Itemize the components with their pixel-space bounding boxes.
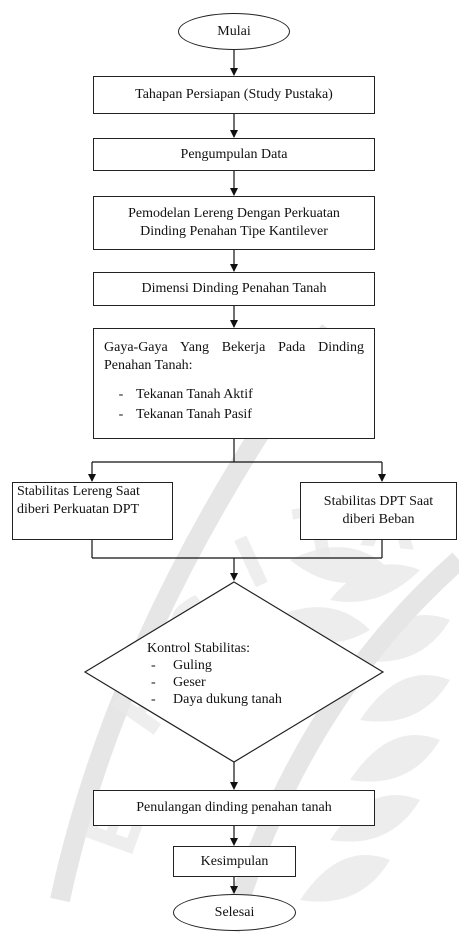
step-conclusion: Kesimpulan: [173, 846, 296, 877]
stability-control-text: Kontrol Stabilitas: - Guling - Geser - D…: [147, 640, 337, 708]
wall-stability-line-2: diberi Beban: [342, 512, 415, 527]
step-data-collection-label: Pengumpulan Data: [180, 146, 288, 162]
step-wall-dimension-label: Dimensi Dinding Penahan Tanah: [141, 281, 327, 296]
slope-stability-line-2: diberi Perkuatan DPT: [17, 502, 140, 517]
step-modeling-line-1: Pemodelan Lereng Dengan Perkuatan: [128, 206, 340, 221]
step-wall-dimension: Dimensi Dinding Penahan Tanah: [93, 272, 375, 306]
forces-box: Gaya-Gaya Yang Bekerja Pada Dinding Pena…: [93, 328, 375, 439]
stability-control-item: - Guling: [151, 658, 212, 673]
step-reinforcement: Penulangan dinding penahan tanah: [93, 790, 375, 826]
step-data-collection: Pengumpulan Data: [93, 138, 375, 171]
forces-title: Gaya-Gaya Yang Bekerja Pada Dinding Pena…: [104, 340, 364, 373]
step-preparation-label: Tahapan Persiapan (Study Pustaka): [135, 87, 333, 102]
stability-control-title: Kontrol Stabilitas:: [147, 641, 251, 656]
start-terminal: Mulai: [178, 13, 290, 50]
step-reinforcement-label: Penulangan dinding penahan tanah: [136, 800, 332, 815]
end-terminal: Selesai: [173, 894, 296, 931]
forces-item: - Tekanan Tanah Pasif: [118, 407, 252, 422]
wall-stability-line-1: Stabilitas DPT Saat: [323, 494, 434, 509]
wall-stability-box: Stabilitas DPT Saat diberi Beban: [300, 482, 457, 540]
slope-stability-box: Stabilitas Lereng Saat diberi Perkuatan …: [12, 482, 173, 540]
stability-control-list: - Guling - Geser - Daya dukung tanah: [147, 657, 337, 708]
stability-control-item: - Geser: [151, 675, 206, 690]
start-label: Mulai: [217, 23, 251, 39]
step-preparation: Tahapan Persiapan (Study Pustaka): [93, 76, 375, 114]
forces-item: - Tekanan Tanah Aktif: [118, 387, 253, 402]
end-label: Selesai: [214, 904, 255, 920]
slope-stability-line-1: Stabilitas Lereng Saat: [17, 484, 140, 499]
step-modeling: Pemodelan Lereng Dengan Perkuatan Dindin…: [93, 196, 375, 250]
stability-control-item: - Daya dukung tanah: [151, 692, 282, 707]
step-modeling-line-2: Dinding Penahan Tipe Kantilever: [140, 224, 328, 239]
decision-diamond: [83, 581, 385, 763]
step-conclusion-label: Kesimpulan: [200, 853, 269, 869]
forces-list: - Tekanan Tanah Aktif - Tekanan Tanah Pa…: [104, 385, 364, 425]
